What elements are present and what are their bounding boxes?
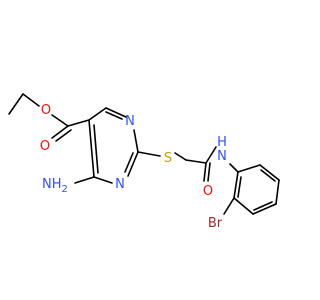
- bonds: [8, 93, 280, 215]
- bond: [233, 171, 239, 199]
- atom-nh2-sub: 2: [62, 184, 68, 195]
- bond: [93, 124, 99, 174]
- bond: [88, 107, 107, 121]
- atom-br: Br: [208, 216, 223, 231]
- bond: [174, 152, 187, 161]
- bond: [205, 146, 217, 164]
- bond: [237, 176, 242, 198]
- bond: [203, 162, 207, 182]
- bond: [105, 111, 123, 120]
- bond: [223, 197, 235, 215]
- atom-o-amide: O: [203, 184, 213, 199]
- bond: [260, 169, 276, 182]
- bond: [93, 176, 113, 184]
- bond: [51, 125, 69, 139]
- bond: [55, 129, 72, 142]
- atom-nh2-h: H: [52, 177, 62, 192]
- bond: [259, 164, 280, 181]
- bond: [275, 179, 280, 205]
- bond: [207, 162, 211, 182]
- atom-o-carbonyl: O: [40, 139, 50, 154]
- bond: [229, 163, 239, 173]
- atom-o-ester: O: [41, 103, 51, 118]
- molecule-diagram: O O N N NH2 S H N O Br: [8, 93, 280, 231]
- atom-s: S: [164, 151, 172, 166]
- bond: [127, 151, 139, 177]
- atom-n-ring-2: N: [115, 177, 125, 192]
- bond: [124, 152, 134, 173]
- atom-nh-n: N: [217, 149, 227, 164]
- bond: [51, 114, 69, 127]
- bond: [74, 176, 95, 184]
- bond: [8, 93, 24, 115]
- atom-n-ring-1: N: [125, 114, 135, 129]
- bond: [252, 203, 277, 215]
- bond: [185, 159, 207, 164]
- bond: [133, 129, 139, 153]
- atom-nh-h: H: [217, 135, 227, 150]
- atom-nh2-n: N: [42, 177, 52, 192]
- structure-canvas: O O N N NH2 S H N O Br: [8, 93, 280, 231]
- bond: [233, 197, 254, 215]
- atom-nh2: NH2: [42, 177, 68, 195]
- bond: [105, 107, 127, 118]
- bond: [253, 201, 273, 211]
- bond: [22, 93, 40, 107]
- bond: [237, 164, 261, 173]
- atom-labels: O O N N NH2 S H N O Br: [40, 103, 227, 231]
- bond: [67, 119, 90, 127]
- bond: [88, 119, 95, 178]
- bond: [137, 151, 161, 157]
